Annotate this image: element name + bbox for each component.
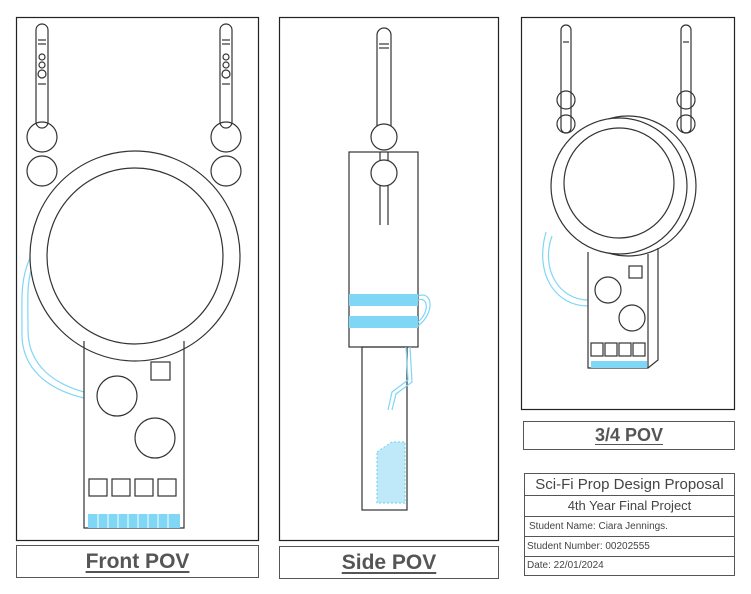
- title-block-student-number: Student Number: 00202555: [525, 537, 734, 557]
- antenna-right: [210, 23, 242, 187]
- side-cable: [387, 346, 409, 411]
- side-stripe-2: [349, 316, 418, 328]
- front-handle: [83, 341, 185, 529]
- three-quarter-view-frame: [520, 16, 736, 411]
- tq-cable: [547, 235, 589, 301]
- front-knob-1: [96, 375, 138, 417]
- front-view-label: Front POV: [16, 545, 259, 578]
- side-view-label-text: Side POV: [341, 550, 437, 574]
- three-quarter-view-label-text: 3/4 POV: [594, 425, 664, 445]
- front-view-frame: [15, 16, 260, 542]
- title-block: Sci-Fi Prop Design Proposal 4th Year Fin…: [524, 473, 735, 576]
- front-dish-inner: [46, 167, 224, 345]
- title-block-subtitle: 4th Year Final Project: [525, 496, 734, 517]
- front-small-square: [150, 361, 171, 381]
- side-view-label: Side POV: [279, 546, 499, 579]
- front-dish-outer: [29, 150, 241, 362]
- antenna-left: [26, 23, 58, 187]
- side-stripe-1: [349, 294, 418, 306]
- front-view-drawing: [21, 23, 242, 529]
- side-grip-dots: [376, 441, 406, 504]
- title-block-date: Date: 22/01/2024: [527, 560, 604, 571]
- front-cable: [21, 257, 85, 399]
- title-block-title: Sci-Fi Prop Design Proposal: [525, 474, 734, 496]
- front-grip-strip: [88, 514, 180, 528]
- three-quarter-view-drawing: [542, 24, 697, 369]
- title-block-student-name: Student Name: Ciara Jennings.: [525, 517, 734, 537]
- tq-dish-outer: [550, 117, 688, 255]
- side-view-drawing: [348, 27, 431, 511]
- three-quarter-view-label: 3/4 POV: [523, 421, 735, 450]
- tq-dish-inner: [563, 127, 675, 239]
- side-view-frame: [278, 16, 500, 542]
- front-knob-2: [134, 417, 176, 459]
- side-handle: [361, 346, 408, 511]
- front-view-label-text: Front POV: [85, 549, 190, 573]
- tq-grip-strip: [591, 361, 647, 368]
